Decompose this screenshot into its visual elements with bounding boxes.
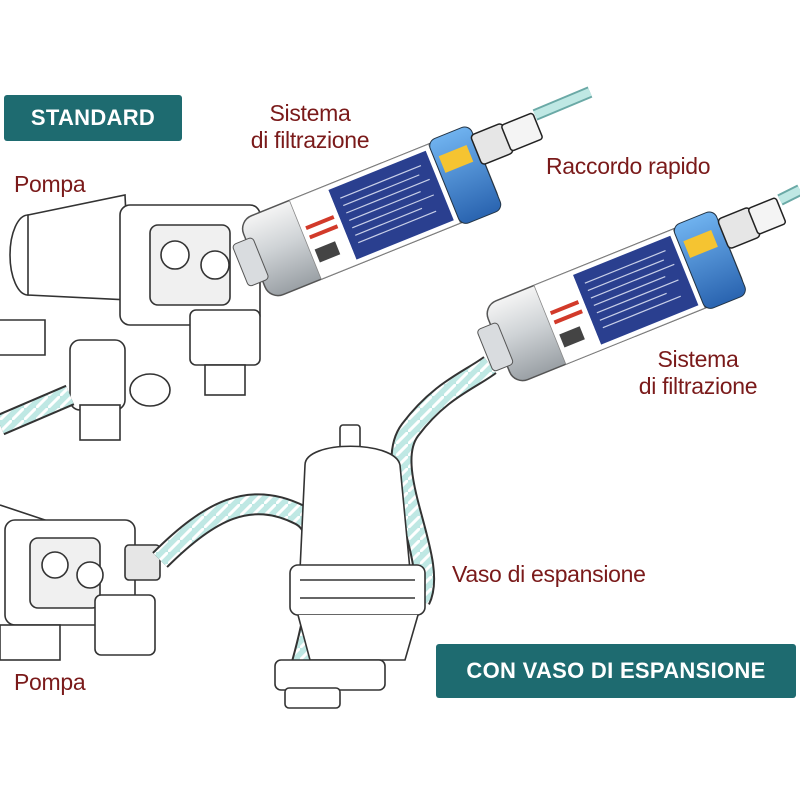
expansion-badge: CON VASO DI ESPANSIONE — [436, 644, 796, 698]
inlet-hose-top — [0, 384, 75, 436]
pump-label-top: Pompa — [14, 171, 86, 197]
standard-badge-label: STANDARD — [30, 105, 156, 130]
filter-cartridge-right — [477, 211, 746, 382]
filter-cartridge-top — [232, 126, 502, 297]
quick-fitting-right — [717, 184, 800, 249]
standard-badge: STANDARD — [4, 95, 182, 141]
filter-label-right-line2: di filtrazione — [638, 373, 758, 399]
expansion-vessel-drawing — [274, 424, 426, 709]
filter-label-top: Sistema di filtrazione — [240, 100, 380, 154]
quick-fitting-label: Raccordo rapido — [546, 153, 711, 179]
pump-label-bottom: Pompa — [14, 669, 86, 695]
filter-label-right: Sistema di filtrazione — [628, 346, 768, 400]
expansion-vessel-label: Vaso di espansione — [452, 561, 646, 587]
filter-label-top-line1: Sistema — [269, 100, 351, 126]
filter-label-top-line2: di filtrazione — [250, 127, 370, 153]
vessel-to-filter-hose — [390, 356, 497, 605]
pump-top-drawing — [0, 194, 261, 441]
pump-bottom-drawing — [0, 504, 161, 661]
quick-fitting-top — [470, 86, 593, 165]
expansion-badge-label: CON VASO DI ESPANSIONE — [466, 658, 766, 683]
filter-label-right-line1: Sistema — [657, 346, 739, 372]
